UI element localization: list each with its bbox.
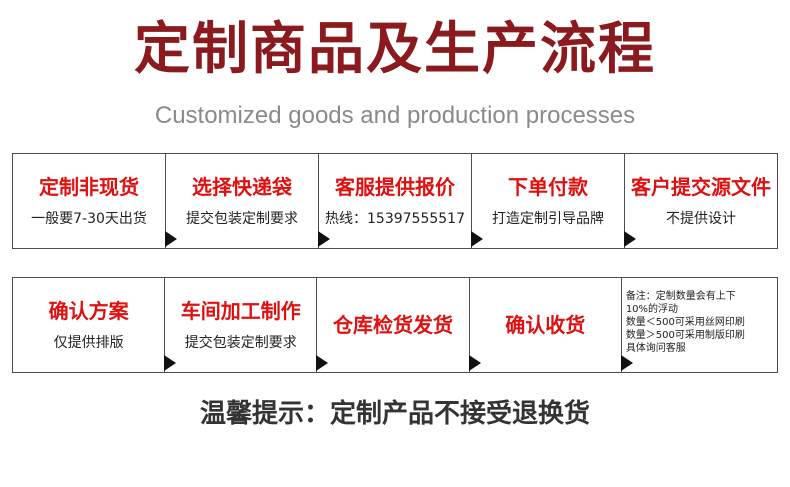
arrow-right-icon: [165, 231, 177, 247]
remarks-note: 备注：定制数量会有上下 10%的浮动 数量＜500可采用丝网印刷 数量＞500可…: [622, 278, 777, 372]
step-6: 确认方案 仅提供排版: [13, 278, 177, 372]
step-9: 确认收货: [470, 278, 633, 372]
step-detail: 一般要7-30天出货: [31, 211, 147, 227]
step-8: 仓库检货发货: [317, 278, 481, 372]
step-3: 客服提供报价 热线：15397555517: [319, 154, 483, 248]
step-detail: 仅提供排版: [53, 335, 124, 351]
step-detail: 提交包装定制要求: [186, 211, 298, 227]
note-line: 备注：定制数量会有上下: [625, 291, 736, 302]
step-heading: 确认收货: [505, 313, 586, 337]
step-heading: 下单付款: [508, 175, 588, 199]
note-line: 具体询问客服: [625, 343, 686, 354]
arrow-right-icon: [471, 231, 483, 247]
step-detail: 打造定制引导品牌: [492, 211, 604, 227]
arrow-right-icon: [620, 355, 633, 371]
arrow-right-icon: [316, 355, 329, 371]
step-detail: 提交包装定制要求: [184, 335, 297, 351]
step-heading: 选择快递袋: [192, 175, 292, 199]
note-line: 数量＞500可采用制版印刷: [625, 330, 745, 341]
step-detail: 热线：15397555517: [325, 211, 465, 227]
note-line: 10%的浮动: [625, 304, 679, 315]
step-2: 选择快递袋 提交包装定制要求: [166, 154, 330, 248]
arrow-right-icon: [624, 231, 636, 247]
step-detail: 不提供设计: [666, 211, 736, 227]
step-heading: 定制非现货: [39, 175, 139, 199]
step-heading: 客服提供报价: [335, 175, 455, 199]
step-7: 车间加工制作 提交包装定制要求: [165, 278, 329, 372]
step-heading: 车间加工制作: [180, 299, 301, 323]
process-row-1: 定制非现货 一般要7-30天出货 选择快递袋 提交包装定制要求 客服提供报价 热…: [12, 153, 778, 249]
step-4: 下单付款 打造定制引导品牌: [472, 154, 636, 248]
note-line: 数量＜500可采用丝网印刷: [625, 317, 745, 328]
arrow-right-icon: [318, 231, 330, 247]
page-subtitle: Customized goods and production processe…: [154, 102, 636, 129]
step-heading: 确认方案: [48, 299, 129, 323]
page-title: 定制商品及生产流程: [134, 17, 656, 82]
step-heading: 客户提交源文件: [631, 175, 771, 199]
process-row-2: 确认方案 仅提供排版 车间加工制作 提交包装定制要求 仓库检货发货 确认收货 备…: [12, 277, 778, 373]
step-5: 客户提交源文件 不提供设计: [625, 154, 777, 248]
warm-tip: 温馨提示：定制产品不接受退换货: [199, 399, 590, 429]
step-heading: 仓库检货发货: [333, 313, 453, 337]
step-1: 定制非现货 一般要7-30天出货: [13, 154, 177, 248]
arrow-right-icon: [468, 355, 481, 371]
arrow-right-icon: [164, 355, 177, 371]
